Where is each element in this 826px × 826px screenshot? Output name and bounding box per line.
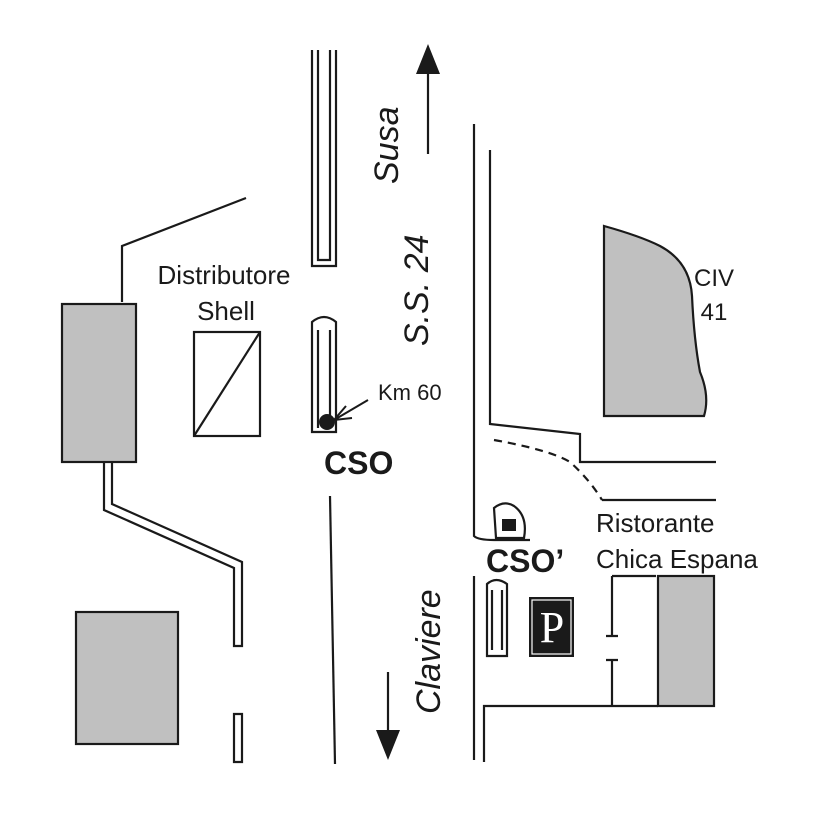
left-road-edge — [120, 196, 247, 302]
parking-letter: P — [540, 603, 564, 652]
cso-label: CSO — [324, 445, 393, 481]
parking-side-line — [606, 574, 656, 706]
parking-sign-icon: P — [529, 597, 574, 657]
building-civ-41 — [602, 224, 708, 418]
left-zigzag-road — [102, 462, 244, 648]
lower-island — [485, 578, 509, 658]
arrow-down-icon — [376, 672, 400, 760]
susa-label: Susa — [368, 107, 406, 185]
cso-prime-marker — [502, 519, 516, 531]
distributore-label-line2: Shell — [197, 296, 255, 326]
main-road-right-curb-inner — [488, 150, 716, 464]
median-island — [310, 315, 338, 434]
building-right-bottom — [656, 574, 716, 708]
building-left-top — [60, 302, 138, 464]
civ-label-line1: CIV — [694, 265, 734, 292]
cso-marker — [319, 414, 335, 430]
km-label: Km 60 — [378, 380, 442, 405]
lower-island-inner — [490, 590, 504, 650]
median-island-inner — [316, 330, 332, 428]
bottom-right-road — [472, 576, 658, 762]
main-road-right-curb-outer — [472, 124, 530, 542]
main-road-left-curb-top — [310, 50, 338, 268]
bottom-left-stub — [232, 712, 244, 764]
claviere-label: Claviere — [410, 589, 448, 714]
road-name-label: S.S. 24 — [398, 234, 436, 346]
ristorante-label-line1: Ristorante — [596, 508, 715, 538]
shell-station-symbol — [192, 330, 262, 438]
arrow-up-icon — [416, 44, 440, 154]
civ-label-line2: 41 — [701, 299, 728, 326]
cso-prime-label: CSO’ — [486, 543, 564, 579]
distributore-label-line1: Distributore — [158, 260, 291, 290]
small-island — [492, 502, 526, 540]
main-road-left-curb-bottom — [328, 495, 337, 765]
ristorante-label-line2: Chica Espana — [596, 544, 758, 574]
km-pointer-arrow — [331, 399, 369, 422]
dashed-path — [493, 438, 603, 501]
building-left-bottom — [74, 610, 180, 746]
